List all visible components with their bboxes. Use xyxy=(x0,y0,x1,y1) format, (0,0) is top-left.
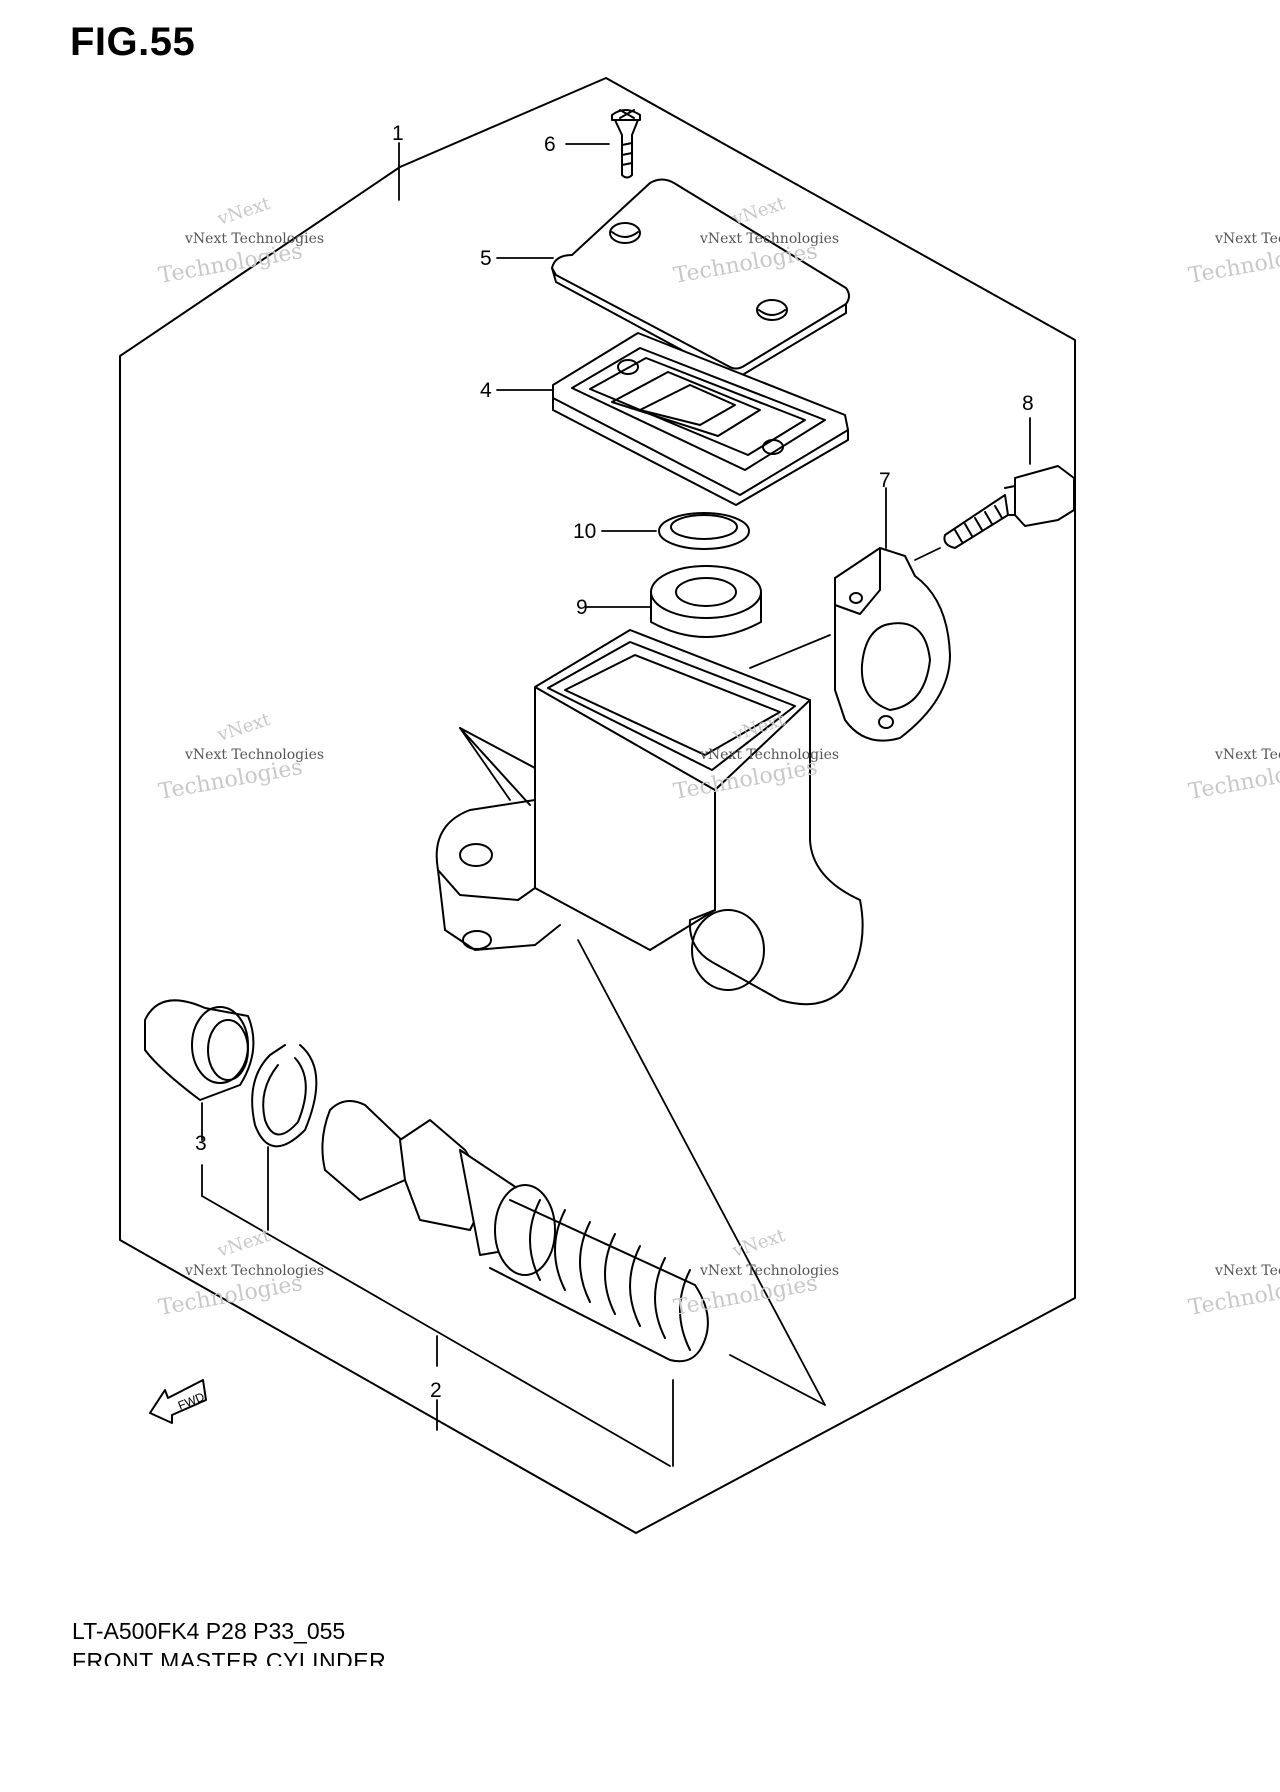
reservoir-plate-part xyxy=(650,565,762,638)
callout-1: 1 xyxy=(392,122,404,145)
callout-numbers: 1 2 3 4 5 6 7 8 9 10 xyxy=(195,122,1034,1402)
master-cylinder-body xyxy=(435,629,864,1006)
callout-3: 3 xyxy=(195,1132,207,1155)
callout-6: 6 xyxy=(544,133,556,156)
callout-10: 10 xyxy=(573,520,596,543)
fwd-arrow-icon: FWD xyxy=(149,1379,207,1424)
callout-2: 2 xyxy=(430,1379,442,1402)
callout-4: 4 xyxy=(480,379,492,402)
callout-7: 7 xyxy=(879,469,891,492)
holder-part xyxy=(834,547,951,742)
watermark-name: vNext Technologies xyxy=(1214,747,1280,763)
diagram-caption: FRONT MASTER CYLINDER xyxy=(72,1648,387,1666)
piston-spring-part xyxy=(321,1100,709,1363)
watermark-name: vNext Technologies xyxy=(184,231,324,247)
holder-bolt-part xyxy=(943,465,1075,549)
diaphragm-ring-part xyxy=(658,512,750,550)
watermark-name: vNext Technologies xyxy=(184,1263,324,1279)
callout-8: 8 xyxy=(1022,392,1034,415)
assembly-outline xyxy=(119,77,1076,1534)
watermark-name: vNext Technologies xyxy=(699,747,839,763)
watermark-vnext: vNext xyxy=(214,1225,273,1262)
leader-lines xyxy=(201,142,1031,1467)
watermark-name: vNext Technologies xyxy=(699,1263,839,1279)
figure-title: FIG.55 xyxy=(70,20,196,64)
diagram-code: LT-A500FK4 P28 P33_055 xyxy=(72,1618,346,1644)
diaphragm-part xyxy=(552,332,849,506)
watermark-vnext: vNext xyxy=(214,709,273,746)
watermark-vnext: vNext xyxy=(729,1225,788,1262)
watermark-vnext: vNext xyxy=(729,193,788,230)
cap-screw-part xyxy=(611,109,641,179)
watermark-name: vNext Technologies xyxy=(1214,1263,1280,1279)
circlip-part xyxy=(251,1044,318,1148)
callout-5: 5 xyxy=(480,247,492,270)
watermark-vnext: vNext xyxy=(214,193,273,230)
callout-9: 9 xyxy=(576,596,588,619)
watermark-name: vNext Technologies xyxy=(184,747,324,763)
watermark-name: vNext Technologies xyxy=(699,231,839,247)
watermark-name: vNext Technologies xyxy=(1214,231,1280,247)
boot-part xyxy=(144,999,255,1101)
